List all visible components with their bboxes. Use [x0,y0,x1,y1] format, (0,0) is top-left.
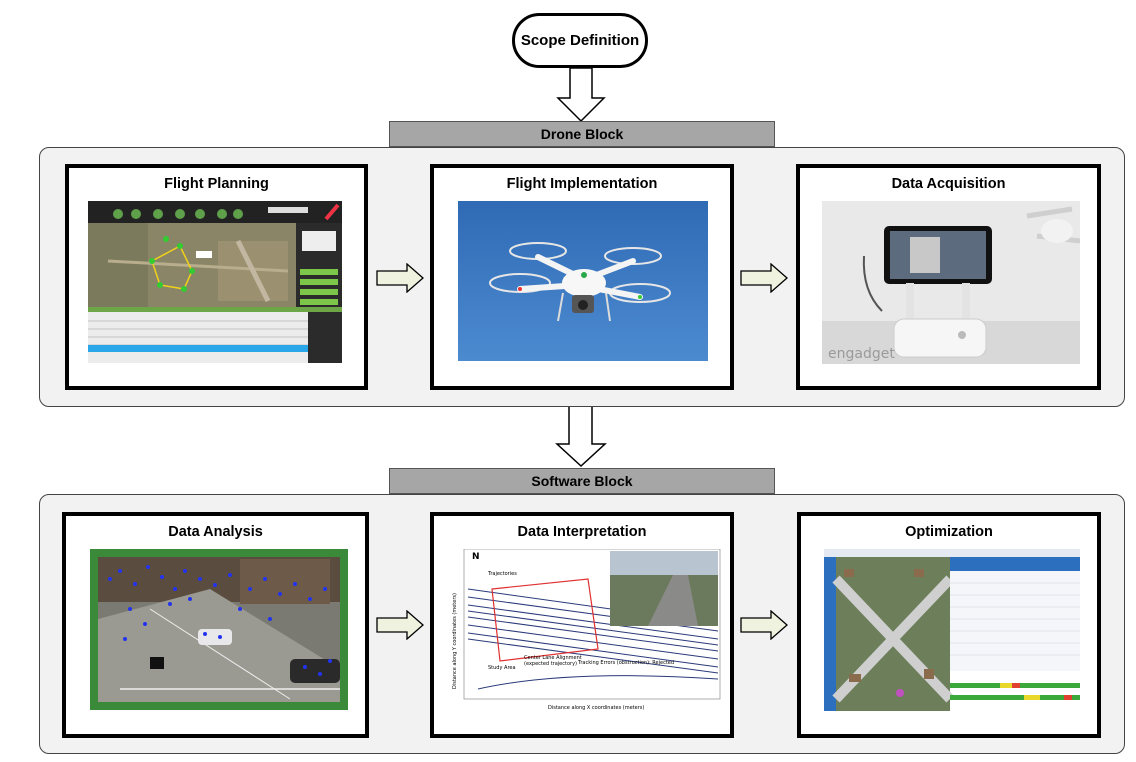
down-arrow-scope-to-drone [556,67,606,123]
center-lane-label: Center Lane Alignment [524,655,582,661]
drone-photo [458,201,708,361]
center-lane-sub-label: (expected trajectory) [524,661,577,667]
data-analysis-title: Data Analysis [168,524,263,540]
arrow-implementation-to-acquisition [740,263,788,293]
drone-block-header: Drone Block [389,121,775,147]
trajectory-plot-graphic: N Trajectories Study Area Center Lane Al… [452,549,721,711]
flight-planning-card: Flight Planning [65,164,368,390]
scope-definition-label: Scope Definition [520,32,640,49]
optimization-card: Optimization [797,512,1101,738]
y-axis-label: Distance along Y coordinates (meters) [452,593,458,689]
mission-planner-graphic [88,201,342,363]
flight-implementation-title: Flight Implementation [506,176,658,192]
optimization-screenshot [824,549,1080,711]
arrow-analysis-to-interpretation [376,610,424,640]
scope-definition-node: Scope Definition [512,13,648,68]
optimization-app-graphic [824,549,1080,711]
feature-tracking-graphic [90,549,348,710]
data-analysis-image [90,549,348,710]
data-interpretation-card: Data Interpretation N Trajectories Study… [430,512,734,738]
flight-planning-title: Flight Planning [164,176,269,192]
engadget-watermark: engadget [828,346,895,362]
tracking-errors-label: Tracking Errors (obstruction): Rejected [577,660,674,666]
optimization-title: Optimization [905,524,993,540]
data-analysis-card: Data Analysis [62,512,369,738]
arrow-planning-to-implementation [376,263,424,293]
data-acquisition-card: Data Acquisition engadget [796,164,1101,390]
data-acquisition-title: Data Acquisition [891,176,1006,192]
trajectories-label: Trajectories [487,571,517,577]
software-block-title: Software Block [531,473,633,489]
quadcopter-graphic [458,201,708,361]
controller-photo: engadget [822,201,1080,364]
down-arrow-drone-to-software [555,404,607,468]
arrow-interpretation-to-optimization [740,610,788,640]
flight-planning-screenshot [88,201,342,363]
software-block-header: Software Block [389,468,775,494]
flight-implementation-card: Flight Implementation [430,164,734,390]
north-label: N [472,552,480,562]
trajectory-plot: N Trajectories Study Area Center Lane Al… [448,549,724,714]
drone-block-title: Drone Block [540,126,624,142]
x-axis-label: Distance along X coordinates (meters) [548,705,644,711]
controller-graphic: engadget [822,201,1080,364]
data-interpretation-title: Data Interpretation [517,524,647,540]
study-area-label: Study Area [488,665,516,671]
